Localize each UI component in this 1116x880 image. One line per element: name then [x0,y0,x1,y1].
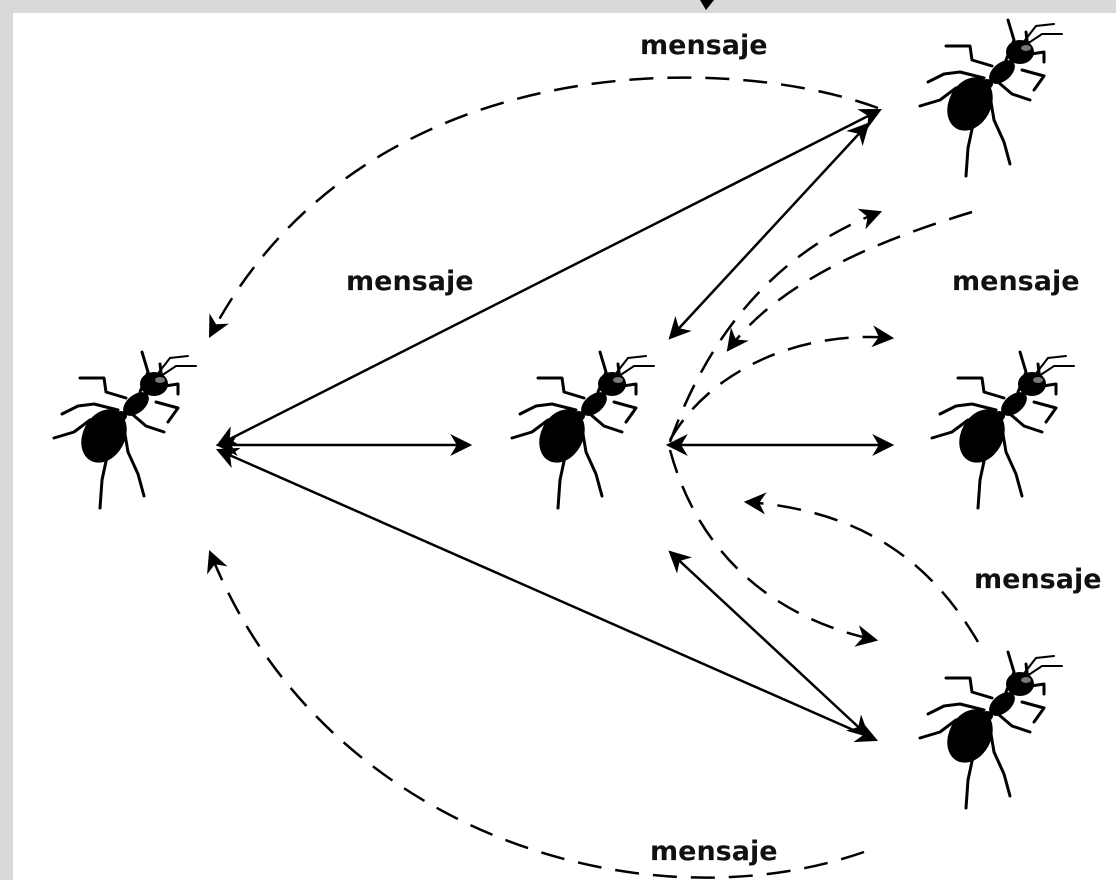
ant-bottom-right-icon [920,652,1062,808]
link-center-bottom-right [670,552,868,736]
cropped-title-fragment [700,0,714,10]
message-arc-lower-inner [670,450,876,640]
ant-top-right-icon [920,20,1062,176]
message-arc-upper-inner [670,212,880,442]
message-label-left: mensaje [346,268,474,295]
message-arc-mid-upper [670,337,892,440]
message-label-top: mensaje [640,32,768,59]
message-arc-upper-return [728,212,972,350]
message-label-right: mensaje [952,268,1080,295]
ant-mid-right-icon [932,352,1074,508]
link-left-top-right [218,110,880,445]
ant-left-icon [54,352,196,508]
message-label-bottom: mensaje [650,838,778,865]
message-label-lower-right: mensaje [974,566,1102,593]
message-arc-bottom [210,552,864,878]
message-arc-top [210,78,878,336]
link-left-bottom-right [218,450,876,740]
message-arc-lower-return [746,502,978,642]
ant-center-icon [512,352,654,508]
